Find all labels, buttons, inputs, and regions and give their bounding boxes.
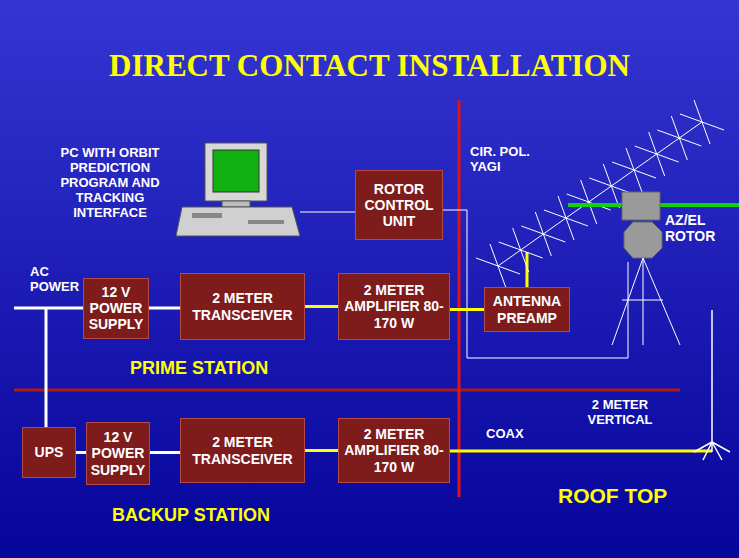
cable-connector [76, 451, 86, 454]
box-content: 2 METER AMPLIFIER 80-170 W [339, 280, 449, 332]
equipment-box: ROTOR CONTROL UNIT [355, 170, 443, 240]
yagi-antenna [476, 100, 724, 288]
box-label: 2 METER TRANSCEIVER [184, 434, 301, 466]
text-label: PRIME STATION [130, 358, 330, 379]
text-label: BACKUP STATION [112, 505, 332, 526]
box-label: 12 V POWER SUPPLY [87, 284, 145, 332]
box-content: ROTOR CONTROL UNIT [356, 179, 442, 231]
text-label: AC POWER [30, 265, 80, 295]
text-label: AZ/EL ROTOR [665, 212, 731, 244]
control-wires [300, 210, 628, 358]
cable-connector [305, 449, 338, 452]
box-label: ANTENNA PREAMP [488, 293, 566, 325]
equipment-box: 12 V POWER SUPPLY [86, 422, 150, 485]
box-content: UPS [32, 442, 67, 462]
equipment-box: UPS [22, 427, 76, 478]
cable-connector [149, 307, 180, 310]
text-label: PC WITH ORBIT PREDICTION PROGRAM AND TRA… [40, 146, 180, 221]
vertical-antenna [694, 310, 730, 460]
box-label: 2 METER AMPLIFIER 80-170 W [342, 426, 446, 474]
box-content: 12 V POWER SUPPLY [87, 427, 149, 479]
equipment-box: 2 METER AMPLIFIER 80-170 W [338, 418, 450, 483]
equipment-box: 2 METER TRANSCEIVER [180, 418, 305, 483]
box-content: 2 METER AMPLIFIER 80-170 W [339, 424, 449, 476]
equipment-box: 12 V POWER SUPPLY [83, 278, 149, 339]
box-label: 2 METER AMPLIFIER 80-170 W [342, 282, 446, 330]
box-label: 2 METER TRANSCEIVER [184, 290, 301, 322]
equipment-box: 2 METER AMPLIFIER 80-170 W [338, 273, 450, 340]
cable-connector [150, 451, 180, 454]
box-content: 2 METER TRANSCEIVER [181, 432, 304, 468]
ac-power-wire [14, 308, 84, 428]
separator-lines [14, 100, 680, 497]
equipment-box: 2 METER TRANSCEIVER [180, 273, 305, 340]
equipment-box: ANTENNA PREAMP [484, 287, 570, 332]
text-label: ROOF TOP [558, 484, 708, 508]
text-label: CIR. POL. YAGI [470, 145, 542, 175]
cable-connector [305, 305, 338, 308]
text-label: COAX [486, 427, 546, 442]
pc-illustration [176, 143, 300, 236]
text-label: 2 METER VERTICAL [565, 398, 675, 428]
title: DIRECT CONTACT INSTALLATION [0, 48, 739, 84]
box-content: 12 V POWER SUPPLY [84, 282, 148, 334]
box-label: UPS [35, 444, 64, 460]
box-label: 12 V POWER SUPPLY [90, 429, 146, 477]
feed-lines [450, 252, 712, 451]
box-content: 2 METER TRANSCEIVER [181, 288, 304, 324]
box-content: ANTENNA PREAMP [485, 291, 569, 327]
cable-connector [450, 308, 484, 311]
box-label: ROTOR CONTROL UNIT [359, 181, 439, 229]
